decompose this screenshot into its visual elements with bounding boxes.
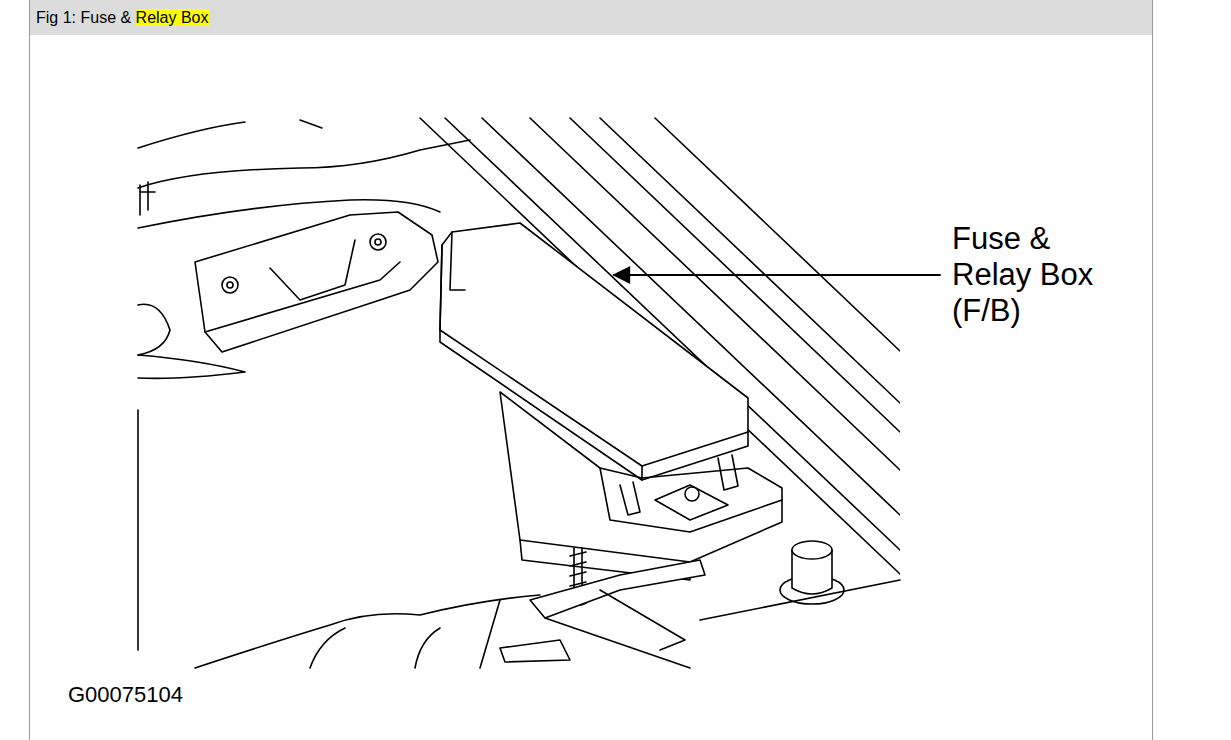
mounting-bracket (195, 212, 438, 352)
engine-bay-outline (138, 120, 540, 668)
header-bar (29, 0, 1152, 35)
figure-title: Fig 1: Fuse & Relay Box (36, 9, 209, 27)
screw-and-strap (500, 548, 705, 668)
figure-code: G00075104 (68, 682, 268, 708)
ground-post (130, 0, 900, 620)
hatch-lines (420, 118, 900, 574)
part-label: Fuse & Relay Box (F/B) (952, 221, 1127, 329)
leader-arrow (614, 274, 940, 276)
panel-border (1152, 0, 1153, 740)
panel-border (29, 0, 30, 740)
fuse-relay-box (440, 223, 782, 580)
